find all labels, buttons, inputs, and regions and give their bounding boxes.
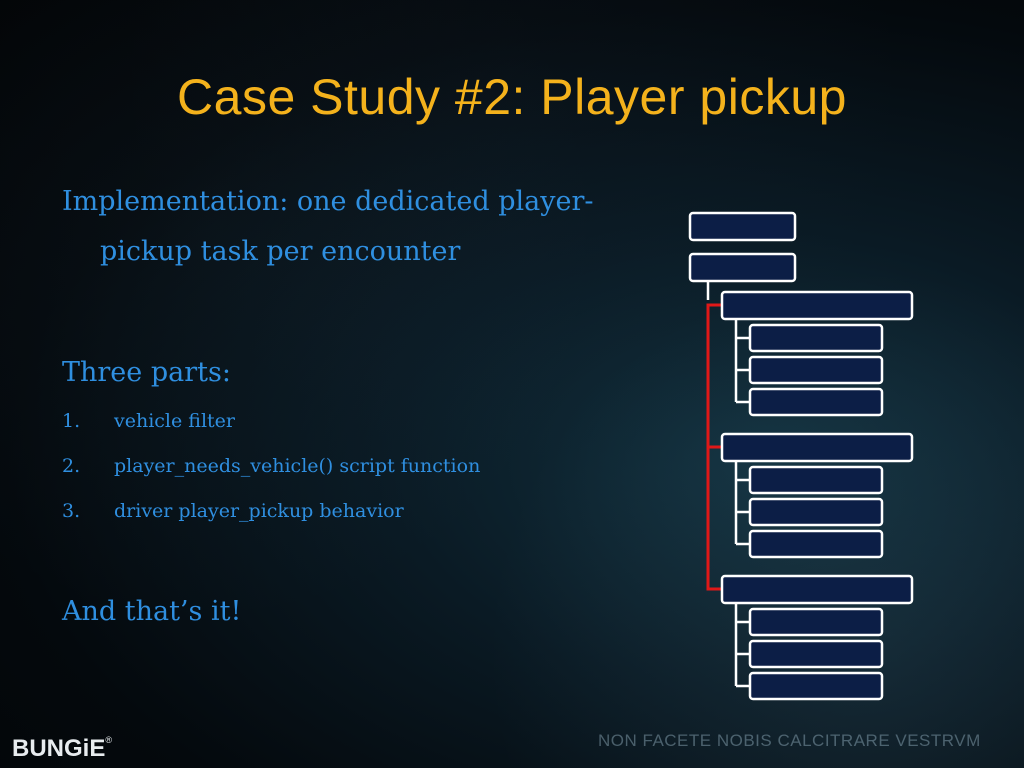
tree-node-group xyxy=(720,290,914,321)
logo-text: BUNGiE xyxy=(12,735,106,762)
logo-trademark: ® xyxy=(105,735,112,745)
tree-node-leaf xyxy=(748,529,884,559)
motto-watermark: NON FACETE NOBIS CALCITRARE VESTRVM xyxy=(598,731,981,750)
tree-node-leaf xyxy=(748,465,884,495)
implementation-line-1: Implementation: one dedicated player- xyxy=(62,186,594,217)
list-number: 2. xyxy=(62,455,81,477)
tree-node-root xyxy=(688,211,797,242)
tree-node-leaf xyxy=(748,607,884,637)
tree-node-leaf xyxy=(748,323,884,353)
three-parts-heading: Three parts: xyxy=(62,357,231,388)
tree-node xyxy=(688,252,797,283)
list-text: player_needs_vehicle() script function xyxy=(114,455,481,477)
tree-node-leaf xyxy=(748,639,884,669)
implementation-line-2: pickup task per encounter xyxy=(100,236,461,267)
list-number: 3. xyxy=(62,500,81,522)
list-text: driver player_pickup behavior xyxy=(114,500,404,522)
tree-node-leaf xyxy=(748,671,884,701)
closing-line: And that’s it! xyxy=(62,596,242,627)
tree-node-leaf xyxy=(748,497,884,527)
tree-connector xyxy=(734,461,750,546)
tree-connector xyxy=(734,603,750,688)
highlight-connector xyxy=(706,303,722,591)
list-text: vehicle filter xyxy=(114,410,236,432)
tree-node-group xyxy=(720,432,914,463)
list-number: 1. xyxy=(62,410,81,432)
bungie-logo: BUNGiE® xyxy=(12,735,112,763)
tree-node-group xyxy=(720,574,914,605)
tree-node-leaf xyxy=(748,355,884,385)
tree-node-leaf xyxy=(748,387,884,417)
tree-connector xyxy=(734,319,750,404)
slide-title: Case Study #2: Player pickup xyxy=(177,69,847,125)
